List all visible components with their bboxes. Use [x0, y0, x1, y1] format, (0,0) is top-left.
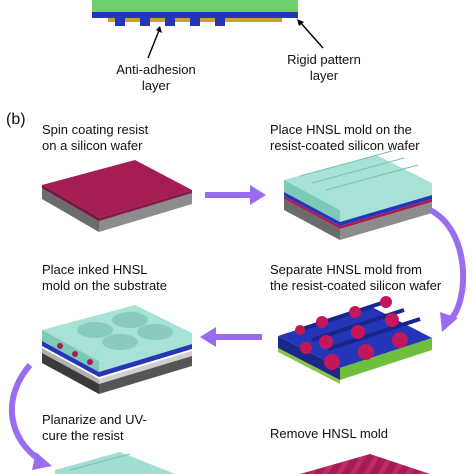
anti-adhesion-arrow [147, 27, 161, 59]
anti-adhesion-label: Anti-adhesion layer [116, 62, 196, 93]
rigid-pattern-label: Rigid pattern layer [287, 52, 361, 83]
arrow-step1-to-step2-head [250, 185, 266, 205]
rigid-pattern-arrowhead [297, 19, 304, 26]
arrow-step3-to-step5 [8, 363, 42, 463]
arrow-step2-to-step4-head [440, 312, 458, 332]
arrow-step3-to-step5-head [32, 452, 52, 470]
step5-stack [55, 452, 175, 474]
step5-caption: Planarize and UV- cure the resist [42, 412, 147, 443]
step2-stack [284, 150, 432, 240]
anti-adhesion-arrowhead [156, 26, 162, 33]
rigid-pattern-arrow [299, 21, 324, 49]
panel-a-mold [92, 0, 298, 26]
arrow-step4-to-step3-head [200, 327, 216, 347]
arrow-step2-to-step4 [428, 207, 467, 323]
step1-wafer-block [42, 160, 192, 232]
panel-b-label: (b) [6, 111, 26, 128]
step2-caption: Place HNSL mold on the resist-coated sil… [270, 122, 420, 153]
step6-block [300, 454, 430, 474]
step3-caption: Place inked HNSL mold on the substrate [42, 262, 168, 293]
step4-caption: Separate HNSL mold from the resist-coate… [270, 262, 442, 293]
step3-stack [42, 305, 192, 394]
step6-caption: Remove HNSL mold [270, 426, 389, 441]
step1-caption: Spin coating resist on a silicon wafer [42, 122, 149, 153]
step4-mold [278, 296, 432, 384]
